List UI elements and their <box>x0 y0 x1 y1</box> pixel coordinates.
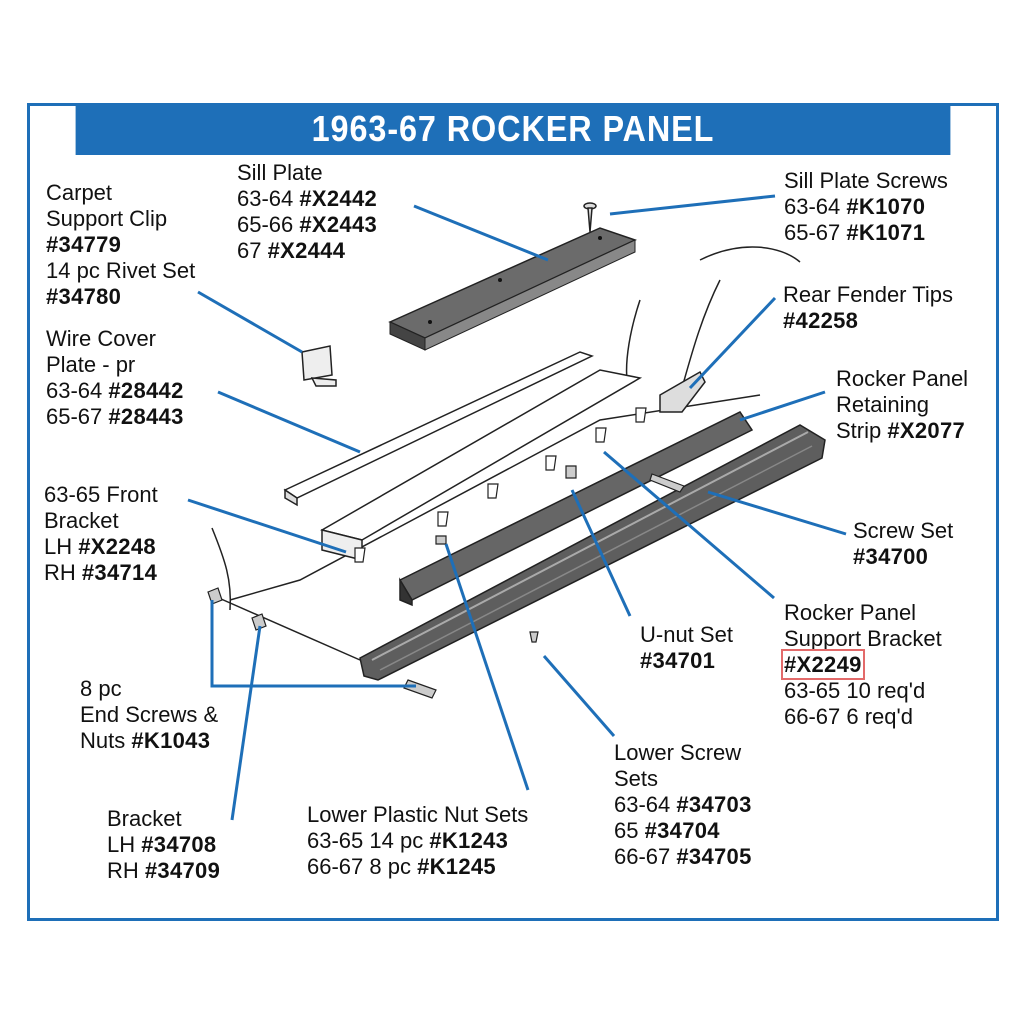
label-retaining-strip: Rocker Panel Retaining Strip #X2077 <box>836 366 969 443</box>
support-bracket-parts <box>354 407 647 563</box>
leader-lines <box>187 194 847 821</box>
sill-plate-part <box>388 227 638 351</box>
label-carpet-support-clip: Carpet Support Clip #34779 14 pc Rivet S… <box>46 180 196 309</box>
diagram-frame <box>27 103 999 921</box>
label-sill-plate-screws: Sill Plate Screws 63-64 #K1070 65-67 #K1… <box>784 168 948 245</box>
label-end-screws: 8 pc End Screws & Nuts #K1043 <box>80 676 219 753</box>
page-title: 1963-67 ROCKER PANEL <box>75 103 951 155</box>
hardware-parts <box>207 465 685 699</box>
label-support-bracket: Rocker Panel Support Bracket #X2249 63-6… <box>781 600 942 729</box>
carpet-clip-part <box>301 345 337 387</box>
label-wire-cover-plate: Wire Cover Plate - pr 63-64 #28442 65-67… <box>46 326 184 429</box>
label-rear-fender-tips: Rear Fender Tips #42258 <box>783 282 953 333</box>
label-screw-set: Screw Set #34700 <box>853 518 954 569</box>
label-lower-screw-sets: Lower Screw Sets 63-64 #34703 65 #34704 … <box>614 740 752 869</box>
rocker-panel-part <box>359 424 826 681</box>
floor-pan-part <box>320 369 643 561</box>
sill-screw-part <box>583 202 597 233</box>
label-lower-plastic-nut-sets: Lower Plastic Nut Sets 63-65 14 pc #K124… <box>307 802 529 879</box>
label-u-nut-set: U-nut Set #34701 <box>640 622 733 673</box>
label-front-bracket: 63-65 Front Bracket LH #X2248 RH #34714 <box>44 482 158 585</box>
retaining-strip-part <box>398 411 754 607</box>
label-sill-plate: Sill Plate 63-64 #X2442 65-66 #X2443 67 … <box>237 160 378 263</box>
highlighted-part-number: #X2249 <box>781 649 865 680</box>
label-bracket: Bracket LH #34708 RH #34709 <box>107 806 221 883</box>
wire-cover-part <box>283 351 594 507</box>
